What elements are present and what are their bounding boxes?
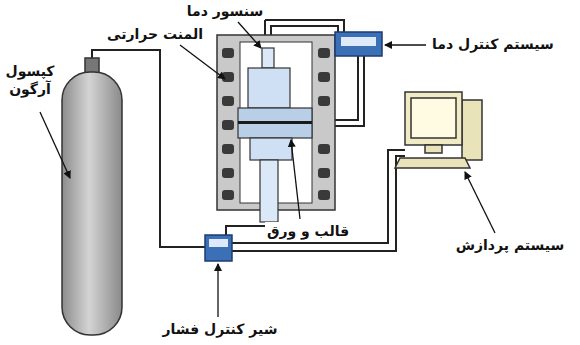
part-label: المنت حرارتی: [105, 25, 205, 43]
leader-lines: [40, 22, 495, 317]
computer: [395, 92, 482, 168]
part-label: شیر کنترل فشار: [160, 320, 279, 338]
pressure-valve: [205, 235, 232, 261]
part-label: سنسور دما: [185, 2, 266, 20]
furnace: [217, 35, 335, 222]
part-label: قالب و ورق: [265, 222, 351, 240]
argon-cylinder: [62, 72, 122, 335]
pipes-and-wires: [92, 20, 405, 251]
temperature-controller: [335, 32, 382, 56]
part-label: کپسول آرگون: [3, 62, 56, 98]
part-label: سیستم پردازش: [454, 236, 567, 254]
part-label: سیستم کنترل دما: [430, 35, 556, 53]
